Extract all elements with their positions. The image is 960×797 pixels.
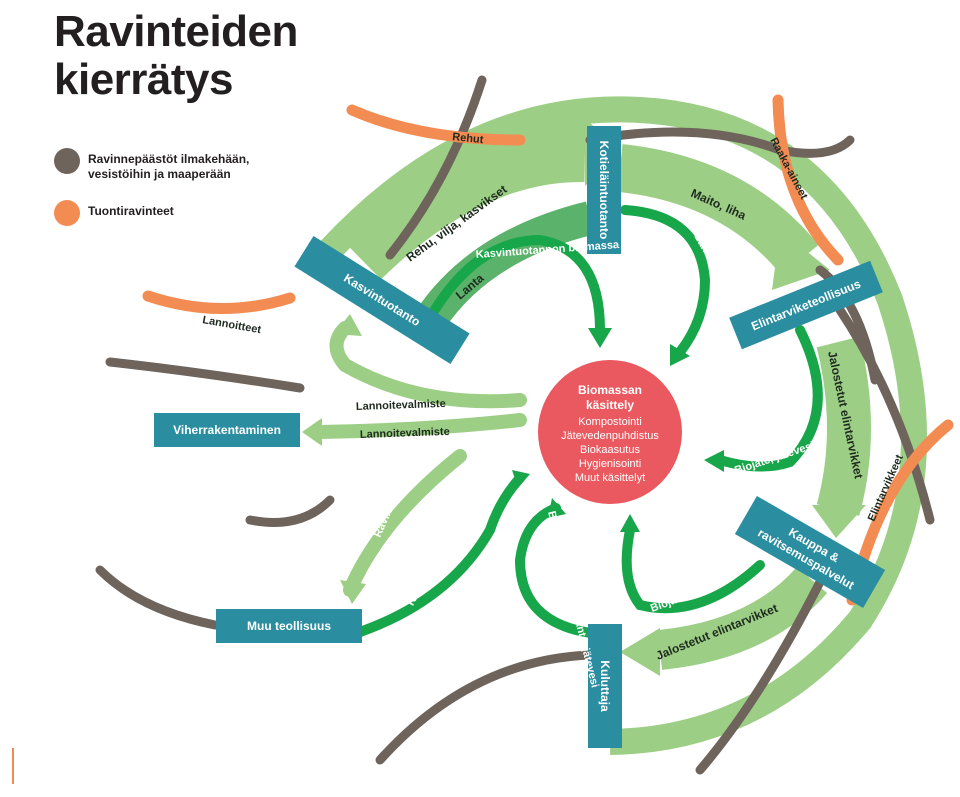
center-item-5: Muut käsittelyt bbox=[575, 472, 645, 484]
flow-label-biojate-jatevesi: Biojäte, jätevesi bbox=[733, 440, 816, 477]
node-kuluttaja: Kuluttaja bbox=[588, 624, 622, 748]
page-margin-mark bbox=[12, 748, 14, 784]
title-line-2: kierrätys bbox=[54, 55, 233, 104]
legend-item-emissions: Ravinnepäästöt ilmakehään, vesistöihin j… bbox=[54, 148, 284, 182]
outer-flow-ring bbox=[320, 96, 927, 755]
page-title: Ravinteiden kierrätys bbox=[54, 8, 298, 104]
node-viherrakentaminen: Viherrakentaminen bbox=[154, 413, 300, 447]
outward-flows bbox=[313, 321, 527, 597]
import-flows bbox=[142, 94, 954, 606]
inner-flow-arrowheads bbox=[512, 328, 724, 532]
legend-label-emissions: Ravinnepäästöt ilmakehään, vesistöihin j… bbox=[88, 152, 250, 181]
legend-swatch-emissions bbox=[54, 148, 80, 174]
center-title-2: käsittely bbox=[586, 398, 634, 412]
center-item-3: Biokaasutus bbox=[580, 444, 640, 456]
inner-flows bbox=[355, 205, 823, 640]
node-kuluttaja-label: Kuluttaja bbox=[598, 660, 612, 712]
node-viher-label: Viherrakentaminen bbox=[173, 423, 281, 437]
node-muu-teollisuus: Muu teollisuus bbox=[216, 609, 362, 643]
center-biomass-node: Biomassan käsittely Kompostointi Jäteved… bbox=[538, 360, 682, 504]
center-item-1: Kompostointi bbox=[578, 416, 642, 428]
flow-label-lannoitevalmiste-1: Lannoitevalmiste bbox=[356, 398, 446, 413]
center-item-2: Jätevedenpuhdistus bbox=[561, 430, 659, 442]
center-title-1: Biomassan bbox=[578, 383, 642, 397]
import-label-lannoitteet: Lannoitteet bbox=[201, 314, 262, 336]
food-chain-flows bbox=[338, 118, 871, 676]
center-item-4: Hygienisointi bbox=[579, 458, 641, 470]
import-label-rehut: Rehut bbox=[452, 131, 485, 146]
title-line-1: Ravinteiden bbox=[54, 7, 298, 56]
node-kotielain-label: Kotieläintuotanto bbox=[597, 141, 611, 240]
node-muu-label: Muu teollisuus bbox=[247, 619, 331, 633]
node-kotielaintuotanto: Kotieläintuotanto bbox=[587, 126, 621, 254]
legend-label-imports: Tuontiravinteet bbox=[88, 204, 174, 218]
legend-item-imports: Tuontiravinteet bbox=[54, 200, 284, 226]
outward-arrowheads bbox=[302, 314, 366, 604]
flow-label-lannoitevalmiste-2: Lannoitevalmiste bbox=[360, 426, 450, 441]
legend-swatch-imports bbox=[54, 200, 80, 226]
legend: Ravinnepäästöt ilmakehään, vesistöihin j… bbox=[54, 148, 284, 244]
emission-flows bbox=[95, 75, 935, 775]
